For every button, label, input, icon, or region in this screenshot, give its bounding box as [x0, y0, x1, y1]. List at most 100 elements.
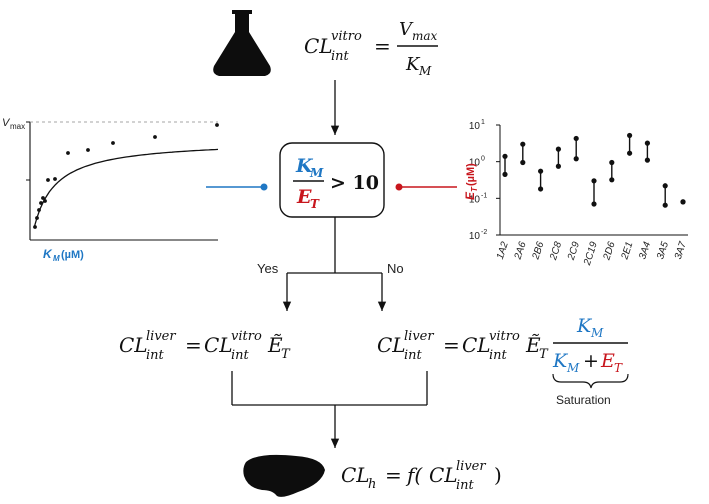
svg-text:M: M — [418, 64, 432, 78]
svg-text:): ) — [494, 463, 502, 487]
svg-text:h: h — [368, 477, 376, 492]
svg-text:vitro: vitro — [231, 329, 262, 344]
svg-text:=: = — [374, 34, 391, 58]
x-tick-label: 2D6 — [601, 240, 618, 262]
liver-icon — [243, 454, 325, 497]
mm-data-point — [35, 216, 39, 220]
y-tick-exponent: -1 — [481, 192, 487, 199]
range-min-point — [502, 171, 508, 177]
range-max-point — [627, 132, 633, 139]
y-tick-label: 10 — [469, 121, 481, 132]
svg-text:=: = — [185, 333, 202, 357]
svg-text:int: int — [331, 49, 350, 64]
svg-text:liver: liver — [146, 329, 176, 344]
y-tick-exponent: 0 — [481, 156, 485, 163]
x-tick-label: 3A7 — [673, 240, 689, 261]
svg-text:CL: CL — [204, 333, 233, 357]
et-axis-label: E T (µM) — [463, 163, 479, 200]
range-max-point — [680, 199, 686, 205]
range-min-point — [627, 150, 633, 156]
svg-text:CL: CL — [429, 463, 458, 487]
y-tick-label: 10 — [469, 158, 481, 169]
x-tick-label: 2C8 — [548, 240, 565, 262]
svg-text:CL: CL — [119, 333, 148, 357]
enzyme-range-marks — [502, 132, 686, 208]
range-min-point — [520, 159, 526, 166]
michaelis-menten-plot: V max K M (µM) — [2, 117, 219, 263]
svg-text:int: int — [146, 348, 165, 363]
svg-text:CL: CL — [462, 333, 491, 357]
range-max-point — [591, 178, 597, 184]
x-tick-label: 3A4 — [637, 240, 653, 261]
svg-text:K: K — [576, 315, 593, 337]
michaelis-menten-points — [33, 123, 219, 229]
x-tick-label: 3A5 — [655, 240, 671, 261]
svg-text:max: max — [10, 122, 25, 131]
range-max-point — [555, 146, 562, 152]
y-tick-label: 10 — [469, 231, 481, 242]
svg-text:T: T — [614, 361, 623, 375]
svg-text:(µM): (µM) — [465, 163, 477, 186]
x-tick-label: 1A2 — [495, 240, 511, 261]
x-tick-label: 2A6 — [512, 240, 528, 262]
svg-text:int: int — [404, 348, 423, 363]
equation-liver-clearance-saturable: CL liver int = CL vitro int Ẽ T K M K M … — [377, 315, 628, 375]
svg-text:max: max — [412, 29, 438, 43]
x-tick-label: 2E1 — [619, 241, 635, 262]
svg-text:E: E — [600, 350, 615, 372]
y-tick-exponent: 1 — [481, 119, 485, 126]
svg-text:M: M — [309, 166, 324, 180]
michaelis-menten-curve — [33, 148, 219, 229]
mm-data-point — [66, 151, 70, 155]
range-min-point — [591, 201, 597, 207]
et-connector-dot — [395, 183, 403, 191]
range-min-point — [644, 157, 651, 163]
mm-data-point — [46, 178, 50, 182]
km-connector-dot — [260, 183, 268, 191]
km-axis-unit: (µM) — [61, 249, 84, 261]
yes-label: Yes — [257, 261, 279, 276]
svg-text:CL: CL — [304, 34, 333, 58]
vmax-label: V — [2, 117, 11, 129]
range-max-point — [573, 135, 579, 142]
saturation-brace — [552, 373, 629, 389]
svg-text:E: E — [463, 191, 477, 200]
equation-liver-clearance-linear: CL liver int = CL vitro int Ẽ T — [119, 329, 291, 363]
svg-text:CL: CL — [377, 333, 406, 357]
svg-text:int: int — [231, 348, 250, 363]
range-max-point — [520, 141, 526, 147]
svg-text:vitro: vitro — [331, 29, 362, 44]
svg-text:M: M — [590, 326, 604, 340]
svg-text:E: E — [296, 186, 312, 208]
svg-text:Ẽ: Ẽ — [267, 333, 283, 357]
equation-hepatic-clearance: CL h = f( CL liver int ) — [341, 459, 502, 493]
range-min-point — [555, 163, 562, 169]
svg-text:T: T — [281, 347, 291, 362]
range-max-point — [538, 168, 544, 174]
x-tick-label: 2C19 — [582, 240, 600, 268]
range-min-point — [662, 202, 668, 208]
svg-text:T: T — [539, 347, 549, 362]
svg-text:liver: liver — [404, 329, 434, 344]
mm-data-point — [43, 199, 47, 203]
mm-data-point — [41, 196, 45, 200]
svg-text:K: K — [295, 155, 314, 177]
svg-text:vitro: vitro — [489, 329, 520, 344]
svg-text:CL: CL — [341, 463, 370, 487]
no-label: No — [387, 261, 404, 276]
mm-data-point — [215, 123, 219, 127]
range-max-point — [662, 183, 668, 189]
y-tick-label: 10 — [469, 194, 481, 205]
saturation-label: Saturation — [556, 393, 611, 407]
svg-text:V: V — [399, 19, 414, 40]
svg-text:M: M — [53, 254, 60, 263]
range-max-point — [609, 159, 615, 166]
x-tick-label: 2C9 — [566, 240, 583, 262]
flask-icon — [213, 10, 271, 76]
svg-text:Ẽ: Ẽ — [525, 333, 541, 357]
svg-text:T: T — [310, 197, 320, 211]
svg-text:M: M — [566, 361, 580, 375]
range-min-point — [538, 186, 544, 192]
